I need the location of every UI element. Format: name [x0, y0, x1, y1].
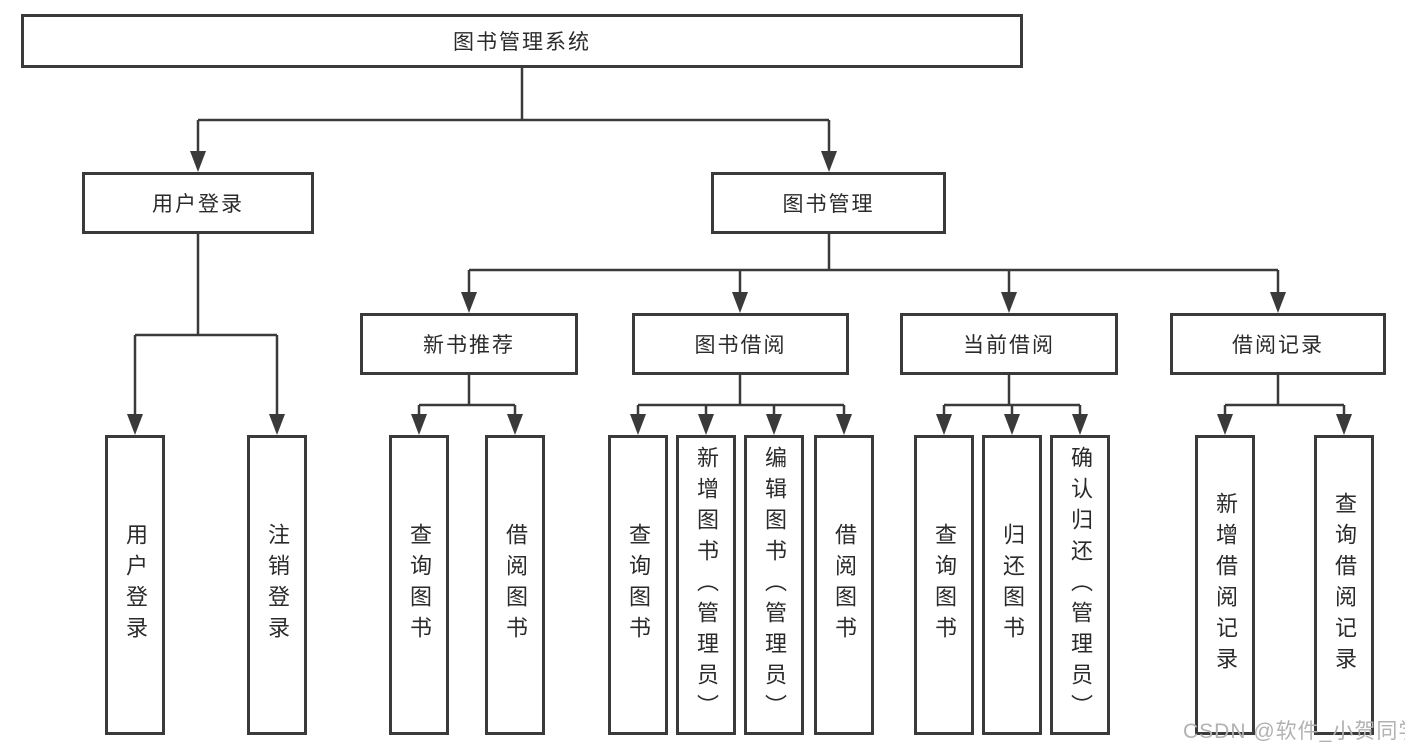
leaf-query-books-recommend: 查询图书 — [389, 435, 449, 735]
leaf-add-borrow-record: 新增借阅记录 — [1195, 435, 1255, 735]
node-book-management: 图书管理 — [711, 172, 946, 234]
csdn-watermark: CSDN @软件_小贺同学 — [1183, 720, 1405, 743]
leaf-return-books: 归还图书 — [982, 435, 1042, 735]
leaf-add-book-admin: 新增图书（管理员） — [676, 435, 736, 735]
node-book-borrowing: 图书借阅 — [632, 313, 849, 375]
leaf-query-books-current: 查询图书 — [914, 435, 974, 735]
leaf-user-login: 用户登录 — [105, 435, 165, 735]
leaf-query-borrow-record: 查询借阅记录 — [1314, 435, 1374, 735]
leaf-borrow-books-borrowing: 借阅图书 — [814, 435, 874, 735]
node-user-login: 用户登录 — [82, 172, 314, 234]
node-borrowing-records: 借阅记录 — [1170, 313, 1386, 375]
leaf-confirm-return-admin: 确认归还（管理员） — [1050, 435, 1110, 735]
node-root-library-management-system: 图书管理系统 — [21, 14, 1023, 68]
leaf-logout: 注销登录 — [247, 435, 307, 735]
node-current-borrowing: 当前借阅 — [900, 313, 1118, 375]
leaf-query-books-borrowing: 查询图书 — [608, 435, 668, 735]
leaf-edit-book-admin: 编辑图书（管理员） — [744, 435, 804, 735]
arrowheads — [127, 151, 1352, 435]
leaf-borrow-books-recommend: 借阅图书 — [485, 435, 545, 735]
node-new-book-recommendation: 新书推荐 — [360, 313, 578, 375]
